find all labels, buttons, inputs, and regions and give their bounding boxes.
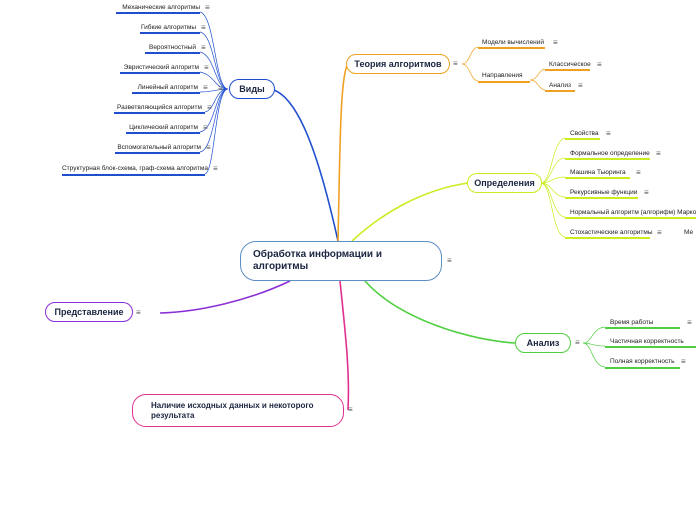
leaf-analiz-1[interactable]: Время работы — [610, 319, 654, 326]
topic-vidy-menu-icon[interactable]: ≡ — [218, 84, 223, 93]
root-topic[interactable]: Обработка информации и алгоритмы — [240, 241, 442, 281]
leaf-teoriya-1-menu-icon[interactable]: ≡ — [553, 38, 558, 47]
leaf-opredeleniya-6[interactable]: Стохастические алгоритмы — [570, 229, 653, 236]
topic-nalichie-label: Наличие исходных данных и некоторого рез… — [151, 400, 314, 420]
leaf-vidy-5-menu-icon[interactable]: ≡ — [203, 83, 208, 92]
topic-analiz[interactable]: Анализ — [515, 333, 571, 353]
leaf-opredeleniya-3[interactable]: Машина Тьюринга — [570, 169, 626, 176]
leaf-vidy-8[interactable]: Вспомогательный алгоритм — [117, 144, 201, 151]
leaf-teoriya-sub-2-menu-icon[interactable]: ≡ — [578, 81, 583, 90]
topic-nalichie-menu-icon[interactable]: ≡ — [348, 405, 353, 414]
leaf-analiz-2[interactable]: Частичная корректность — [610, 338, 684, 345]
leaf-vidy-7-menu-icon[interactable]: ≡ — [203, 123, 208, 132]
root-menu-icon[interactable]: ≡ — [447, 256, 452, 265]
leaf-opredeleniya-5[interactable]: Нормальный алгоритм (алгорифм) Маркова — [570, 209, 696, 216]
leaf-vidy-2[interactable]: Гибкие алгоритмы — [140, 24, 196, 31]
topic-teoriya-menu-icon[interactable]: ≡ — [453, 59, 458, 68]
leaf-opredeleniya-1[interactable]: Свойства — [570, 130, 599, 137]
leaf-vidy-6-menu-icon[interactable]: ≡ — [207, 103, 212, 112]
leaf-vidy-1-menu-icon[interactable]: ≡ — [205, 3, 210, 12]
leaf-vidy-1[interactable]: Механические алгоритмы — [122, 4, 200, 11]
topic-analiz-menu-icon[interactable]: ≡ — [575, 338, 580, 347]
leaf-teoriya-2[interactable]: Направления — [482, 72, 523, 79]
leaf-vidy-8-menu-icon[interactable]: ≡ — [206, 143, 211, 152]
leaf-vidy-5[interactable]: Линейный алгоритм — [137, 84, 198, 91]
leaf-vidy-7[interactable]: Циклический алгоритм — [129, 124, 198, 131]
topic-analiz-label: Анализ — [526, 338, 560, 348]
leaf-analiz-3-menu-icon[interactable]: ≡ — [681, 357, 686, 366]
leaf-teoriya-sub-1-menu-icon[interactable]: ≡ — [597, 60, 602, 69]
leaf-vidy-4-menu-icon[interactable]: ≡ — [204, 63, 209, 72]
leaf-vidy-3-menu-icon[interactable]: ≡ — [201, 43, 206, 52]
leaf-vidy-2-menu-icon[interactable]: ≡ — [201, 23, 206, 32]
leaf-opredeleniya-2-menu-icon[interactable]: ≡ — [656, 149, 661, 158]
topic-opredeleniya[interactable]: Определения — [467, 173, 542, 193]
leaf-opredeleniya-2[interactable]: Формальное определение — [570, 150, 650, 157]
topic-vidy[interactable]: Виды — [229, 79, 275, 99]
topic-predstavlenie[interactable]: Представление — [45, 302, 133, 322]
topic-teoriya-label: Теория алгоритмов — [354, 59, 442, 69]
leaf-vidy-9[interactable]: Структурная блок-схема, граф-схема алгор… — [61, 165, 208, 172]
leaf-opredeleniya-6-menu-icon[interactable]: ≡ — [657, 228, 662, 237]
topic-predstavlenie-label: Представление — [54, 307, 124, 317]
leaf-teoriya-sub-2[interactable]: Анализ — [549, 82, 571, 89]
leaf-vidy-9-menu-icon[interactable]: ≡ — [213, 164, 218, 173]
leaf-vidy-3[interactable]: Вероятностный — [148, 44, 196, 51]
topic-vidy-label: Виды — [239, 84, 265, 94]
leaf-vidy-4[interactable]: Эвристический алгоритм — [123, 64, 199, 71]
topic-opredeleniya-label: Определения — [474, 178, 535, 188]
leaf-teoriya-sub-1[interactable]: Классическое — [549, 61, 591, 68]
leaf-opredeleniya-4[interactable]: Рекурсивные функции — [570, 189, 638, 196]
leaf-teoriya-1[interactable]: Модели вычислений — [482, 39, 545, 46]
leaf-opredeleniya-1-menu-icon[interactable]: ≡ — [606, 129, 611, 138]
leaf-opredeleniya-4-menu-icon[interactable]: ≡ — [644, 188, 649, 197]
topic-predstavlenie-menu-icon[interactable]: ≡ — [136, 308, 141, 317]
leaf-analiz-3[interactable]: Полная корректность — [610, 358, 675, 365]
leaf-opredeleniya-6-child[interactable]: Ме — [684, 229, 694, 236]
leaf-vidy-6[interactable]: Разветвляющийся алгоритм — [116, 104, 202, 111]
topic-nalichie[interactable]: Наличие исходных данных и некоторого рез… — [132, 394, 344, 427]
topic-teoriya[interactable]: Теория алгоритмов — [346, 54, 450, 74]
leaf-opredeleniya-3-menu-icon[interactable]: ≡ — [636, 168, 641, 177]
leaf-analiz-1-menu-icon[interactable]: ≡ — [687, 318, 692, 327]
root-topic-label: Обработка информации и алгоритмы — [253, 249, 382, 272]
